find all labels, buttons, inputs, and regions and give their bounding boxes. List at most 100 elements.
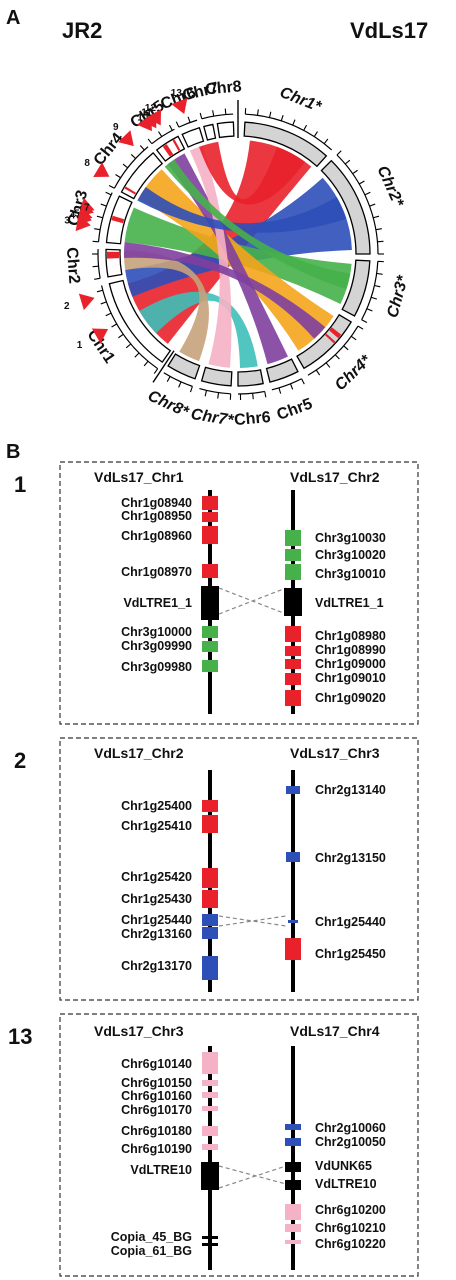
gene-label: Chr1g08990 xyxy=(315,643,386,657)
gene-block xyxy=(202,800,218,812)
te-block xyxy=(284,588,302,616)
scale-tick xyxy=(212,110,215,117)
scale-tick xyxy=(122,163,129,169)
gene-label: Chr6g10190 xyxy=(121,1142,192,1156)
gene-label: Chr2g13170 xyxy=(121,959,192,973)
synteny-ribbon xyxy=(123,250,209,362)
gene-block xyxy=(202,1126,218,1136)
region-marker-arrow xyxy=(78,197,95,215)
scale-tick xyxy=(375,228,382,231)
scale-tick xyxy=(153,368,159,374)
region-marker-label: 10 xyxy=(137,113,149,124)
scale-tick xyxy=(96,289,103,293)
region-marker-label: 7 xyxy=(84,202,90,213)
scale-tick xyxy=(303,124,308,131)
scale-tick xyxy=(108,184,115,189)
gene-block xyxy=(285,1124,301,1130)
scale-tick xyxy=(289,383,294,390)
scale-tick xyxy=(336,150,342,156)
gene-label: Copia_61_BG xyxy=(111,1244,192,1258)
scale-tick xyxy=(366,308,373,312)
gene-label: Chr2g10050 xyxy=(315,1135,386,1149)
gene-label: VdLTRE10 xyxy=(315,1177,377,1191)
gene-block xyxy=(285,646,301,656)
synteny-ribbon xyxy=(124,242,326,339)
chromosome-segment xyxy=(320,159,371,255)
scale-tick xyxy=(100,301,107,305)
ring-hotspot xyxy=(329,327,342,339)
chromosome-label: Chr6 xyxy=(234,409,272,429)
region-marker-label: 2 xyxy=(64,301,70,312)
scale-arc xyxy=(101,285,159,370)
connector-line xyxy=(218,1165,287,1189)
scale-tick xyxy=(130,154,136,159)
region-marker-label: 9 xyxy=(113,122,119,133)
scale-tick xyxy=(94,277,101,280)
scale-arc xyxy=(237,390,265,395)
scale-tick xyxy=(301,378,305,385)
scale-tick xyxy=(252,393,254,400)
scale-arc xyxy=(307,325,359,376)
chromosome-segment xyxy=(296,313,353,370)
gene-block xyxy=(202,626,218,638)
gene-label: Chr1g25410 xyxy=(121,819,192,833)
gene-block xyxy=(202,496,218,510)
box-border xyxy=(59,1013,419,1277)
gene-label: Chr6g10140 xyxy=(121,1057,192,1071)
gene-block xyxy=(202,564,218,578)
gene-label: Chr3g10020 xyxy=(315,548,386,562)
scale-tick xyxy=(105,312,112,317)
gene-block xyxy=(202,956,218,980)
gene-block xyxy=(288,920,298,923)
scale-tick xyxy=(187,116,191,123)
scale-tick xyxy=(343,345,349,351)
chromosome-segment xyxy=(203,123,217,141)
gene-block xyxy=(202,641,218,652)
scale-tick xyxy=(361,319,368,324)
gene-block xyxy=(286,852,300,862)
region-marker-label: 11 xyxy=(141,108,152,119)
chromosome-rings xyxy=(105,121,371,387)
ring-hotspot xyxy=(107,251,120,259)
scale-tick xyxy=(100,203,107,207)
gene-block xyxy=(202,660,218,672)
chromosome-label: Chr1* xyxy=(277,84,324,116)
chromosome-label: Chr4 xyxy=(91,130,127,169)
gene-label: Chr1g08950 xyxy=(121,509,192,523)
gene-label: Chr6g10180 xyxy=(121,1124,192,1138)
region-marker-arrow xyxy=(91,328,109,344)
scale-arc xyxy=(199,388,231,395)
scale-tick xyxy=(139,145,145,151)
chromosome-segment xyxy=(341,259,371,317)
synteny-box-13: 13 VdLs17_Chr3 VdLs17_Chr4 Chr6g10140 Ch… xyxy=(8,1013,419,1277)
gene-block xyxy=(285,530,301,546)
ring-hotspot xyxy=(172,139,181,151)
gene-label: VdLTRE10 xyxy=(130,1163,192,1177)
scale-tick xyxy=(168,124,173,131)
gene-block xyxy=(202,1080,218,1086)
gene-label: Chr1g08980 xyxy=(315,629,386,643)
scale-tick xyxy=(217,392,220,399)
scale-tick xyxy=(105,191,112,196)
scale-tick xyxy=(364,191,371,196)
box-right-title: VdLs17_Chr4 xyxy=(290,1023,380,1039)
connector-line xyxy=(218,915,287,927)
gene-label: Chr3g10030 xyxy=(315,531,386,545)
gene-label: Chr1g25440 xyxy=(315,915,386,929)
region-marker-label: 1 xyxy=(77,340,83,351)
scale-arc xyxy=(97,249,101,279)
chromosome-label: Chr2* xyxy=(373,163,406,210)
scale-tick xyxy=(175,121,180,128)
box-left-title: VdLs17_Chr3 xyxy=(94,1023,184,1039)
scale-tick xyxy=(350,335,357,341)
scale-tick xyxy=(256,109,259,116)
chromosome-label: Chr7* xyxy=(190,406,236,430)
scale-tick xyxy=(370,296,378,300)
te-block xyxy=(285,1180,301,1190)
gene-label: Chr6g10160 xyxy=(121,1089,192,1103)
gene-label: VdLTRE1_1 xyxy=(123,596,192,610)
scale-tick xyxy=(96,215,103,219)
scale-tick xyxy=(280,114,284,122)
gene-label: Chr1g09000 xyxy=(315,657,386,671)
